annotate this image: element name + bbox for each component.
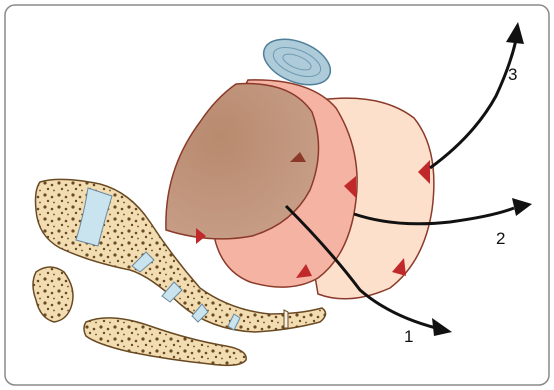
arrow-2-label: 2 xyxy=(496,229,505,248)
arrow-3-label: 3 xyxy=(508,65,517,84)
arrow-1-label: 1 xyxy=(404,327,413,346)
disc-6 xyxy=(284,310,288,328)
